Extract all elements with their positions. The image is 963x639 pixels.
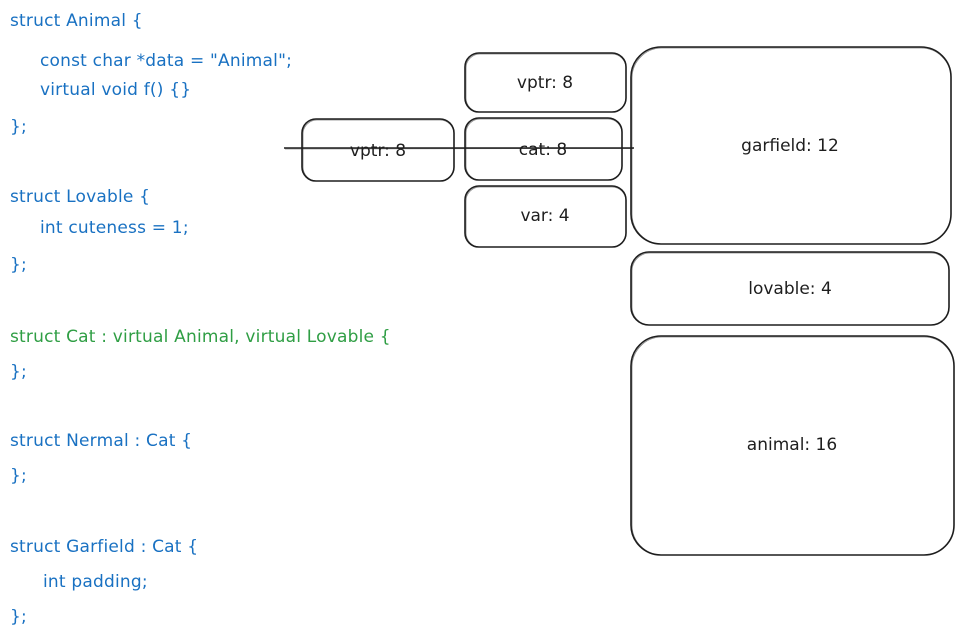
code-lovable-header: struct Lovable {	[10, 187, 151, 207]
code-nermal-footer: };	[10, 466, 27, 486]
code-lovable-footer: };	[10, 255, 27, 275]
code-nermal-header: struct Nermal : Cat {	[10, 431, 193, 451]
strikethrough-line-shadow	[284, 148, 634, 150]
code-garfield-footer: };	[10, 607, 27, 627]
box-garfield[interactable]: garfield: 12	[630, 46, 952, 245]
box-cat-label: cat: 8	[519, 140, 567, 160]
code-animal-member-f: virtual void f() {}	[40, 80, 192, 100]
box-var-label: var: 4	[520, 206, 569, 226]
box-vptr[interactable]: vptr: 8	[464, 52, 627, 113]
box-struck-vptr-label: vptr: 8	[350, 141, 406, 161]
code-animal-footer: };	[10, 117, 27, 137]
box-animal-label: animal: 16	[747, 435, 837, 455]
code-garfield-member-padding: int padding;	[43, 572, 148, 592]
box-struck-vptr[interactable]: vptr: 8	[301, 118, 455, 182]
box-lovable[interactable]: lovable: 4	[630, 251, 950, 326]
code-cat-footer: };	[10, 362, 27, 382]
box-lovable-label: lovable: 4	[748, 279, 832, 299]
box-var[interactable]: var: 4	[464, 185, 627, 248]
code-lovable-member-cuteness: int cuteness = 1;	[40, 218, 189, 238]
code-cat-header: struct Cat : virtual Animal, virtual Lov…	[10, 327, 391, 347]
code-garfield-header: struct Garfield : Cat {	[10, 537, 199, 557]
box-vptr-label: vptr: 8	[517, 73, 573, 93]
box-garfield-label: garfield: 12	[741, 136, 839, 156]
code-animal-header: struct Animal {	[10, 11, 143, 31]
code-animal-member-data: const char *data = "Animal";	[40, 51, 293, 71]
box-animal[interactable]: animal: 16	[630, 335, 955, 556]
